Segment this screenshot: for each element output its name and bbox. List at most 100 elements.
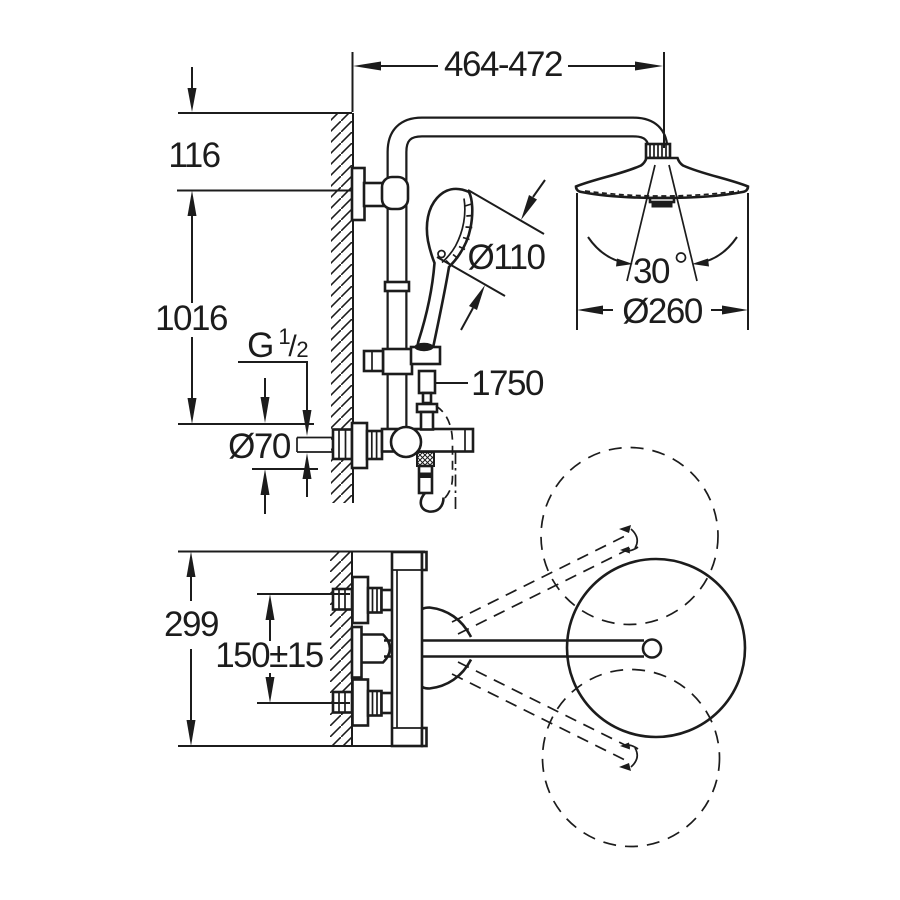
wall-hatch-plan	[330, 552, 352, 746]
dim-label-thread-numerator: 1	[278, 324, 290, 349]
hose-loop-dashed	[435, 405, 454, 500]
arm-cone-bell	[417, 606, 473, 690]
swivel-arrow-lower	[619, 763, 631, 771]
escutcheon-plan-upper	[351, 575, 370, 625]
swivel-circle-lower	[541, 668, 721, 848]
valve-end-cap-lower	[420, 726, 428, 748]
arrowhead-right	[635, 61, 663, 71]
handle-end-cap	[414, 342, 434, 352]
dim-label-escutcheon-diameter: Ø70	[228, 427, 291, 466]
hose-loop-solid	[419, 492, 445, 513]
bracket-plate	[350, 166, 366, 222]
dimensions-plan: 299 150±15	[164, 550, 425, 747]
arrowhead-left	[353, 61, 381, 71]
angle-arrow-right	[698, 236, 738, 264]
swivel-nub-lower	[630, 747, 639, 768]
arrowhead-116	[187, 88, 197, 112]
spray-nozzle-ticks	[445, 203, 474, 266]
pipe-fill	[388, 118, 667, 430]
swivel-arm-lower	[451, 661, 634, 762]
hose-top-nut	[417, 369, 437, 395]
nozzle-dot	[437, 249, 446, 259]
arrowhead-angle-left	[616, 258, 633, 267]
thread-leader-line	[238, 361, 308, 410]
arrowhead-150-top	[265, 594, 275, 620]
swivel-curl-arrow-upper	[620, 546, 630, 554]
union-hex-nut	[365, 429, 384, 461]
supply-nut-facets	[338, 429, 347, 459]
valve-end-cap-upper	[420, 550, 428, 572]
dim-label-thread-denominator: 2	[296, 337, 308, 362]
hex-facet-lines	[370, 431, 378, 459]
arrowhead-dia260-right	[722, 305, 748, 315]
glide-bracket-body	[381, 347, 414, 376]
union-hex-plan-upper	[366, 586, 383, 614]
supply-wall-nut	[331, 428, 354, 461]
dim-label-riser-height: 1016	[155, 299, 227, 338]
arrowhead-1016-bottom	[187, 398, 197, 424]
glide-bracket-knob	[362, 349, 385, 373]
swivel-nub-upper	[630, 528, 639, 549]
head-hub	[648, 196, 676, 204]
swivel-arrow-upper	[619, 525, 631, 533]
angle-arrow-left	[587, 236, 627, 264]
arrowhead-299-bottom	[186, 720, 196, 746]
dia110-tangent-lines	[436, 189, 545, 297]
valve-escutcheon	[350, 421, 369, 470]
arrowhead-dia110-bottom	[469, 285, 485, 310]
arrowhead-dia70-bottom	[260, 469, 270, 495]
connection-reference-lines	[257, 593, 350, 704]
dia110-arrow-shaft-bottom	[460, 307, 474, 331]
dim-label-thread-letter: G	[247, 326, 273, 365]
head-shower-profile	[574, 156, 750, 200]
arm-end-ball	[641, 638, 663, 659]
wall-nut-upper-facets	[338, 589, 346, 610]
outlet-band	[419, 472, 432, 478]
wall-plan	[330, 552, 353, 746]
arrowhead-thread-bottom	[302, 453, 312, 479]
thermostat-valve-plan	[331, 550, 428, 748]
arm-tubes	[384, 639, 644, 658]
union-hex-plan-lower	[366, 689, 383, 717]
hose-outlet-nut	[416, 451, 435, 467]
hex-facets-plan-lower	[371, 691, 378, 716]
arrowhead-dia70-top	[260, 397, 270, 423]
dim-label-hand-shower-diameter: Ø110	[467, 238, 545, 277]
wall-nut-upper	[331, 587, 354, 611]
front-elevation-view: 464-472 116 1016 Ø70 G 1 / 2	[155, 45, 750, 514]
dim-label-head-diameter: Ø260	[622, 292, 703, 331]
dim-label-width-top: 464-472	[444, 45, 562, 84]
dim-label-spray-angle: 30	[633, 252, 670, 291]
dim-label-thread-slash: /	[288, 330, 297, 363]
riser-coupling	[383, 280, 411, 293]
arrowhead-dia260-left	[577, 305, 603, 315]
spray-angle-lines	[626, 164, 698, 282]
width-extension-lines	[351, 52, 665, 148]
valve-body-inner-lines	[392, 569, 422, 729]
dim-label-offset-top: 116	[168, 136, 219, 175]
dia260-extension-lines	[576, 193, 749, 330]
height-reference-lines	[177, 112, 352, 192]
swivel-circle-upper	[540, 446, 719, 626]
head-hub-band	[651, 202, 673, 208]
wall-bracket	[350, 166, 410, 222]
degree-symbol	[675, 252, 687, 263]
flange-plan-upper	[380, 588, 394, 612]
arrowhead-299-top	[186, 551, 196, 577]
connector-knurl	[649, 145, 667, 157]
hand-shower-assembly	[362, 187, 474, 405]
escutcheon-plan-lower	[351, 678, 370, 727]
hose-outlet-cylinder	[417, 464, 434, 495]
thermostat-valve-front	[296, 402, 475, 513]
head-shower-plan-circle	[565, 557, 747, 739]
arrowhead-thread-top	[302, 410, 312, 436]
hand-shower-face-line	[441, 198, 466, 264]
arrowhead-angle-right	[692, 258, 709, 267]
hose-nipple	[421, 391, 433, 405]
head-shower	[574, 142, 750, 282]
thermostat-knob	[389, 425, 423, 459]
hand-shower-body	[414, 187, 474, 352]
pivot-wall-cover	[350, 625, 363, 679]
